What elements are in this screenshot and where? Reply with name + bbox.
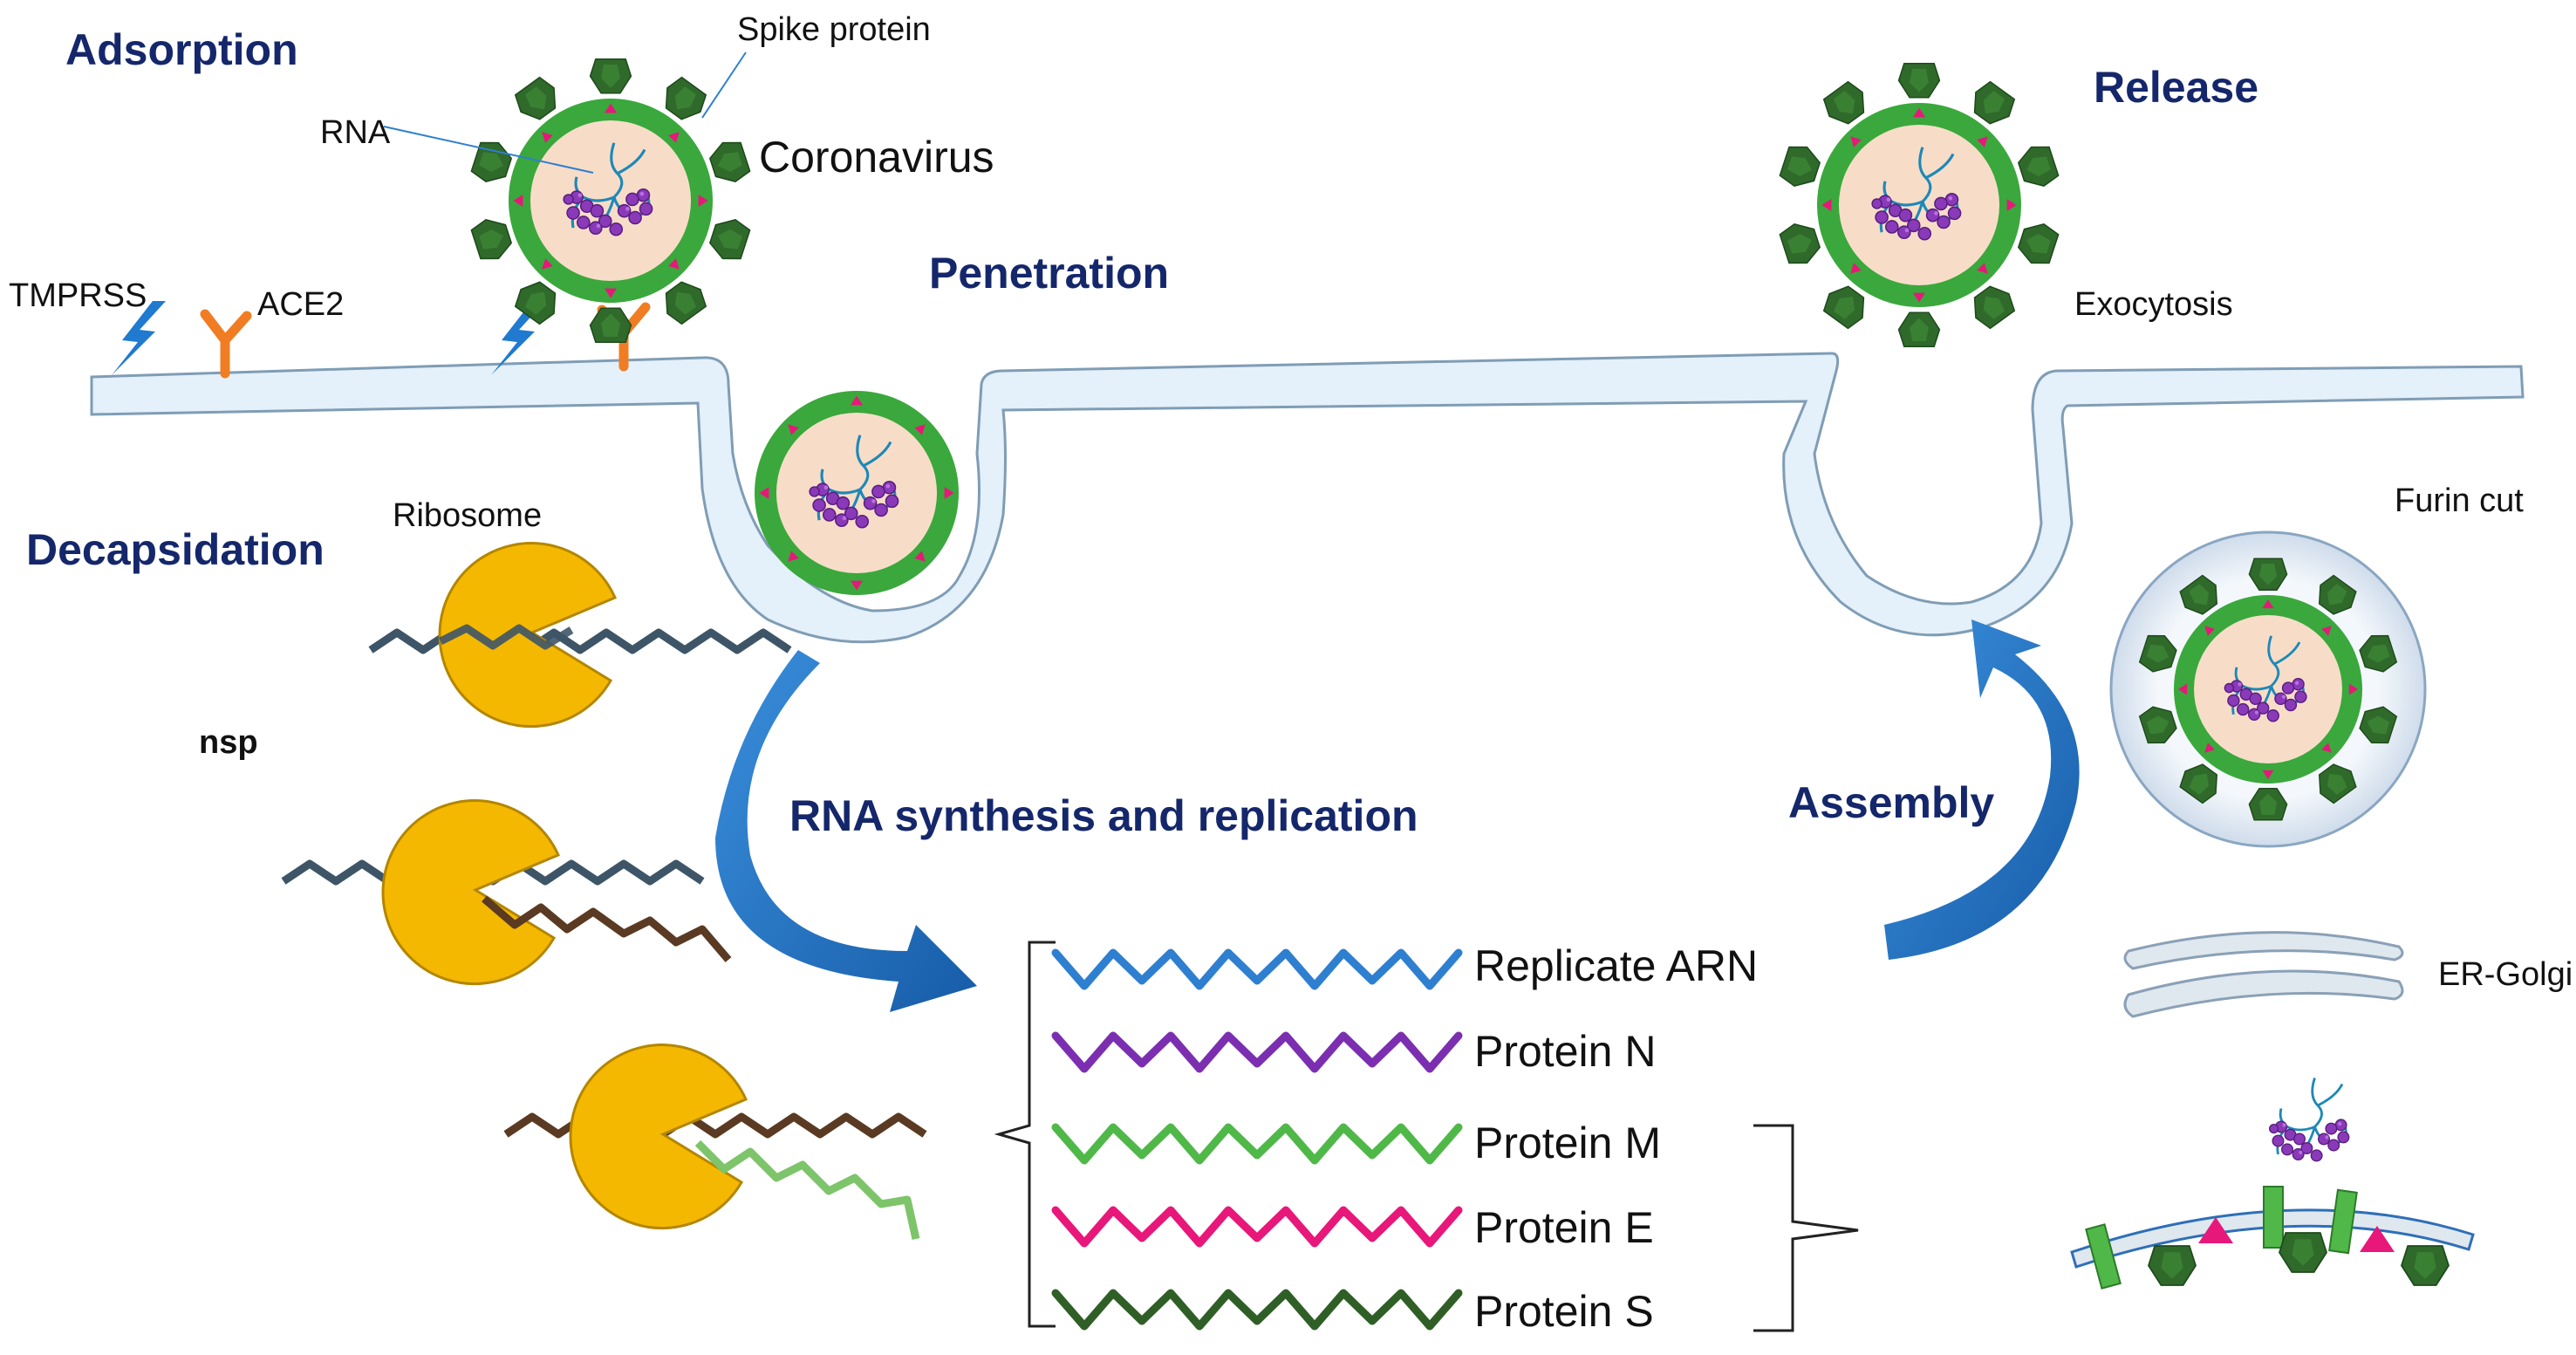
ace2-receptor-icon [200, 309, 252, 379]
released-virion [1778, 64, 2060, 346]
spike-protein-pointer [701, 51, 747, 119]
nascent-chain-3 [694, 1139, 920, 1240]
stage-penetration-label: Penetration [929, 249, 1170, 298]
product-label-4: Protein S [1474, 1287, 1654, 1336]
ace2-label: ACE2 [257, 286, 345, 323]
membrane-proteins [2085, 1186, 2450, 1290]
mrna-strand-1-top [438, 624, 574, 650]
replication-arrow [715, 650, 977, 1012]
nucleocapsid-icon [2268, 1077, 2351, 1163]
mrna-strand-3 [503, 1112, 927, 1139]
product-label-2: Protein M [1474, 1119, 1661, 1167]
er-golgi-icon [2123, 931, 2404, 1018]
tmprss-protease-icon [112, 301, 166, 375]
stage-rna-synthesis-label: RNA synthesis and replication [789, 791, 1418, 840]
structural-proteins-bracket [1753, 1124, 1859, 1332]
exocytosis-label: Exocytosis [2074, 286, 2233, 323]
er-golgi-label: ER-Golgi [2438, 956, 2573, 993]
spike-protein-label: Spike protein [737, 11, 931, 48]
product-label-0: Replicate ARN [1474, 941, 1759, 990]
coronavirus-label: Coronavirus [759, 133, 994, 181]
plasma-membrane [90, 352, 2525, 644]
product-strand-1 [1051, 1031, 1463, 1073]
product-strand-0 [1051, 948, 1463, 990]
assembly-arrow [1884, 619, 2080, 960]
product-strand-2 [1051, 1123, 1463, 1165]
endocytosed-virion [755, 391, 959, 595]
rna-label: RNA [320, 114, 391, 151]
er-membrane [2070, 1208, 2475, 1269]
stage-release-label: Release [2094, 63, 2259, 112]
coronavirus-virion [469, 59, 751, 342]
ribosome-icon-3 [569, 1044, 748, 1230]
stage-decapsidation-label: Decapsidation [26, 525, 325, 574]
nascent-chain-2 [482, 895, 732, 962]
tmprss-protease-icon-2 [491, 301, 545, 375]
product-label-3: Protein E [1474, 1203, 1654, 1252]
stage-assembly-label: Assembly [1788, 778, 1995, 827]
products-bracket [994, 941, 1056, 1328]
nsp-label: nsp [199, 724, 258, 761]
product-label-1: Protein N [1474, 1027, 1657, 1076]
product-strand-4 [1051, 1289, 1463, 1331]
ribosome-label: Ribosome [393, 497, 543, 534]
tmprss-label: TMPRSS [9, 277, 147, 314]
product-strand-3 [1051, 1206, 1463, 1248]
mrna-strand-1 [368, 628, 792, 654]
rna-pointer [383, 126, 594, 174]
stage-adsorption-label: Adsorption [65, 25, 298, 74]
ribosome-icon-2 [381, 799, 560, 986]
furin-cut-label: Furin cut [2395, 482, 2524, 519]
